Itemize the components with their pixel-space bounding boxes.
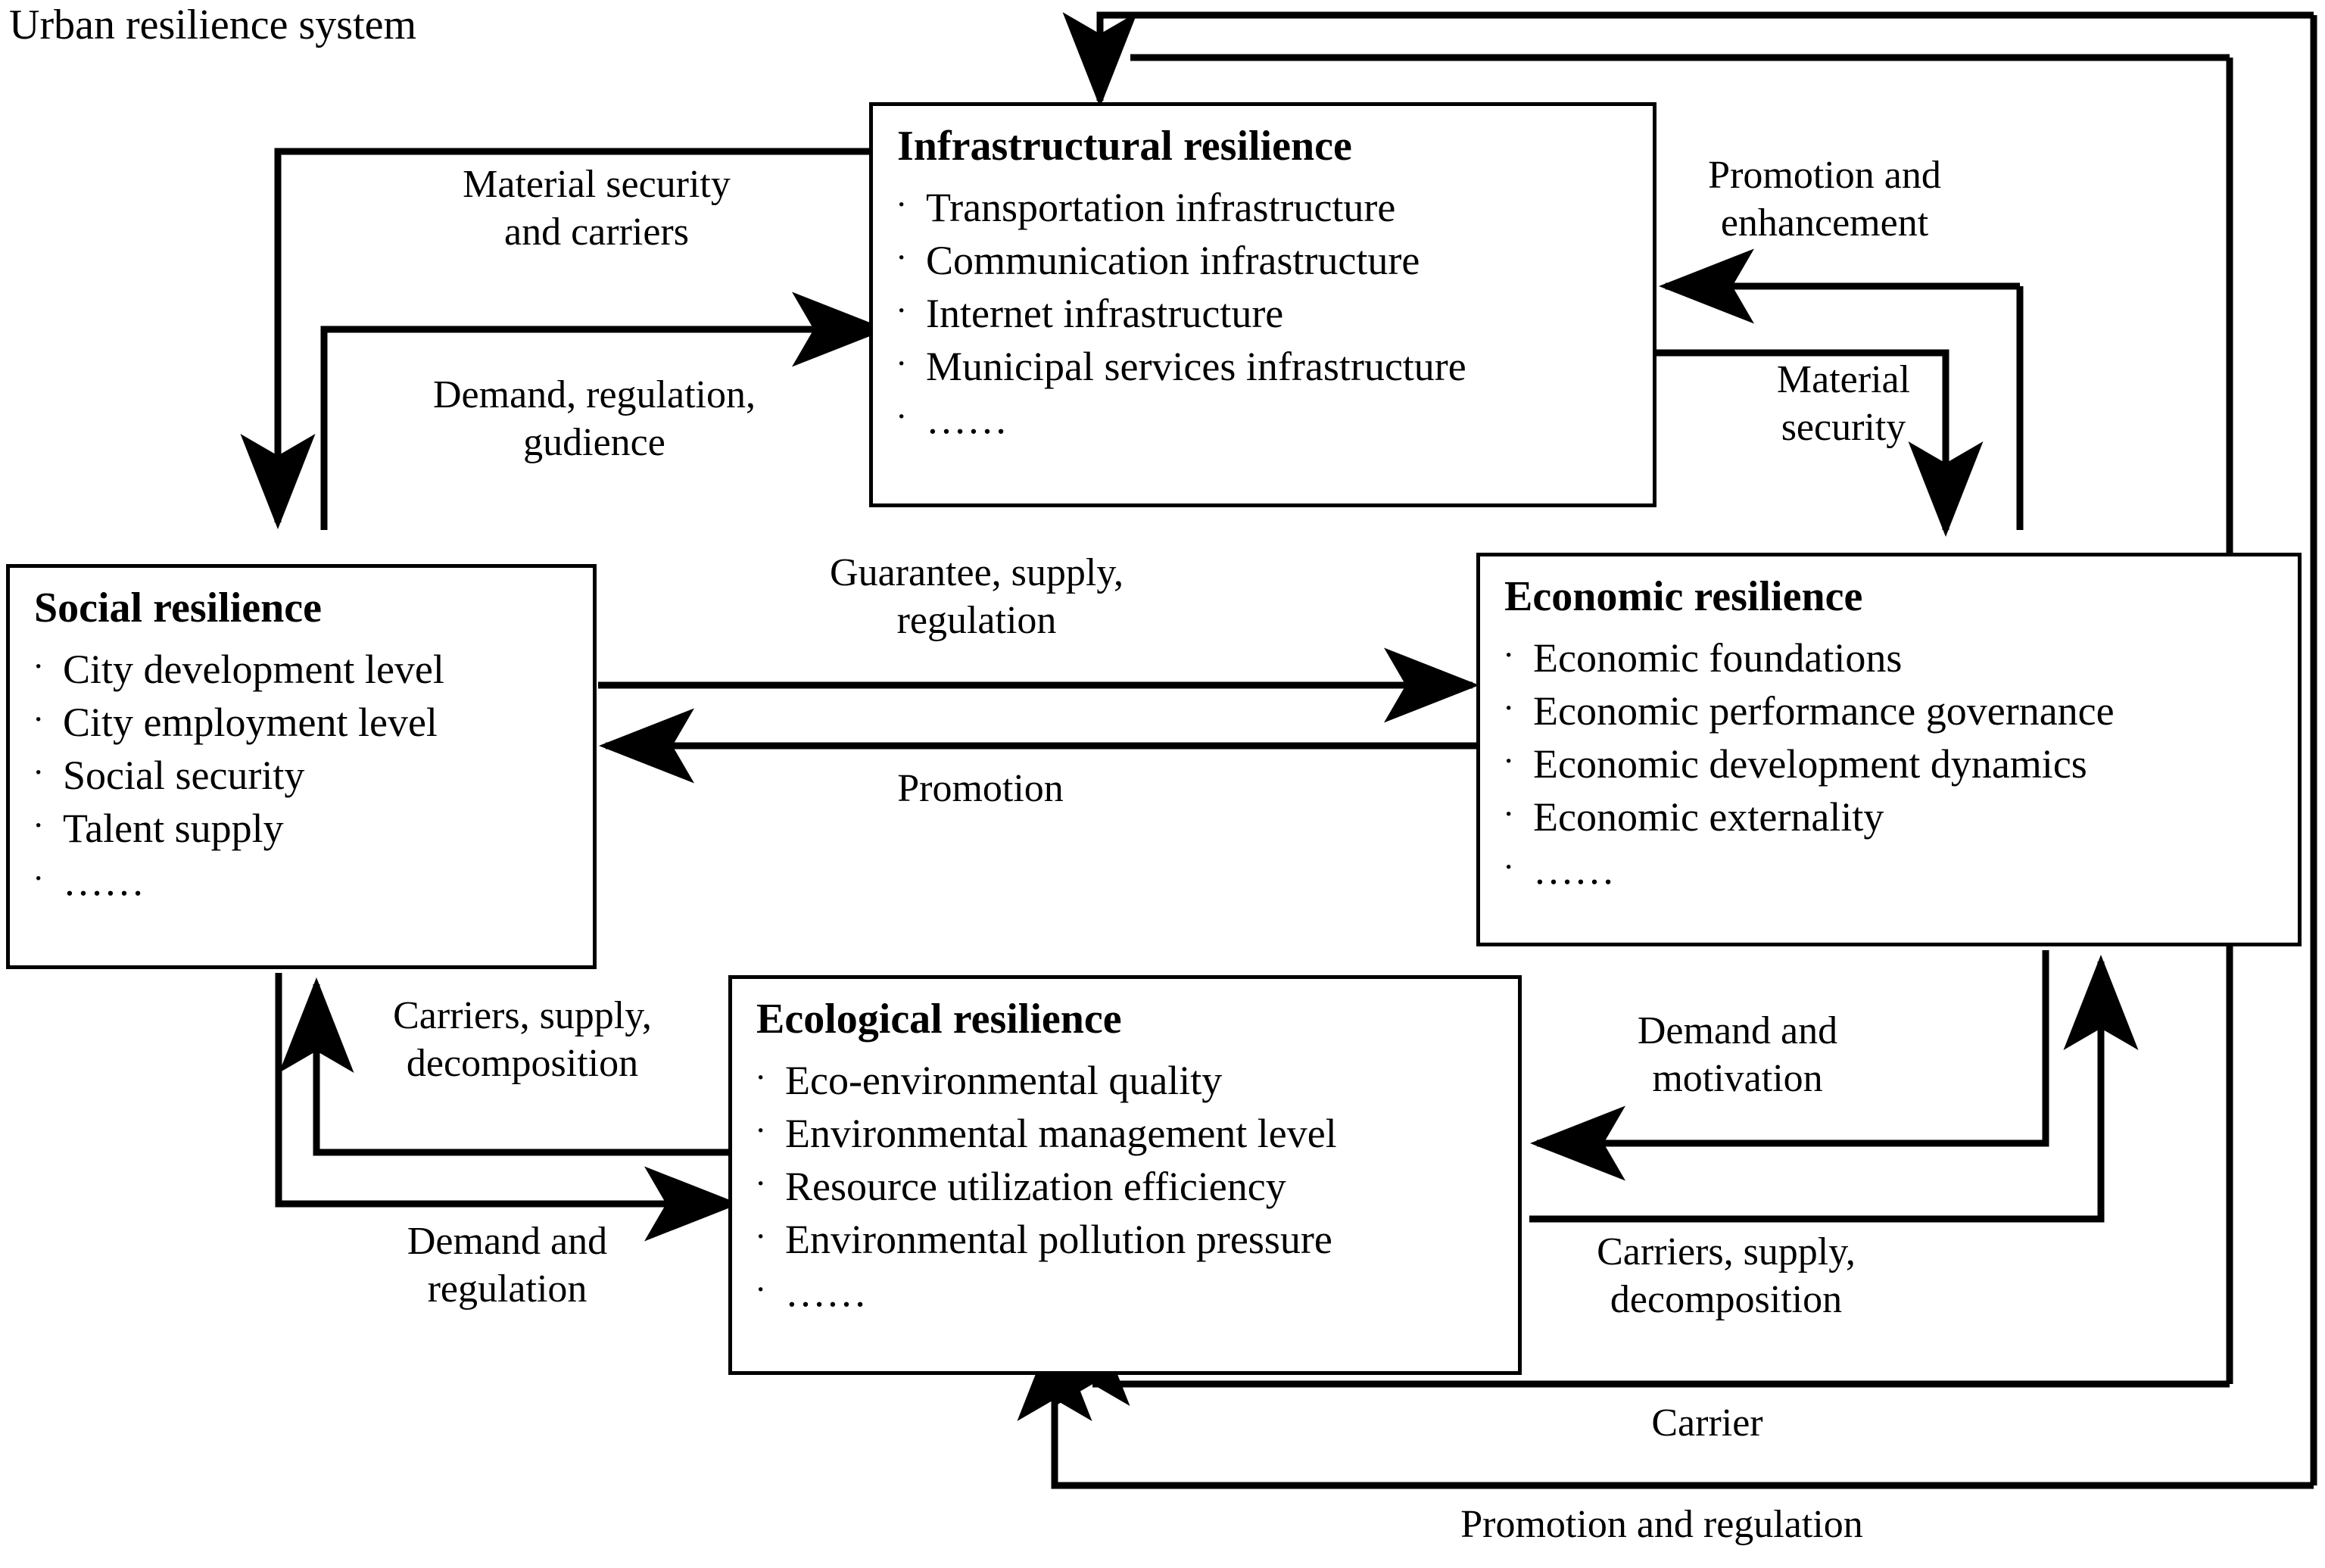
list-item: ·Communication infrastructure	[893, 234, 1636, 287]
list-item: ·……	[30, 855, 576, 908]
node-infrastructural-resilience[interactable]: Infrastructural resilience ·Transportati…	[869, 102, 1656, 507]
list-item: ·Environmental pollution pressure	[752, 1213, 1501, 1266]
list-item: ·Environmental management level	[752, 1107, 1501, 1160]
bullet-icon: ·	[896, 184, 908, 223]
bullet-icon: ·	[896, 397, 908, 436]
page-title: Urban resilience system	[9, 2, 417, 48]
node-ecological-resilience[interactable]: Ecological resilience ·Eco-environmental…	[728, 975, 1522, 1375]
bullet-icon: ·	[896, 237, 908, 276]
list-item: ·Economic externality	[1500, 790, 2281, 843]
list-item: ·……	[752, 1266, 1501, 1319]
list-item: ·Talent supply	[30, 802, 576, 855]
list-item: ·Economic performance governance	[1500, 684, 2281, 737]
bullet-icon: ·	[33, 753, 45, 792]
node-economic-items: ·Economic foundations ·Economic performa…	[1500, 631, 2281, 897]
list-item: ·Municipal services infrastructure	[893, 340, 1636, 393]
node-infrastructural-title: Infrastructural resilience	[897, 123, 1352, 170]
edge-label-carriers-supply-decomposition-left: Carriers, supply, decomposition	[393, 994, 652, 1086]
edge-label-demand-regulation-gudience: Demand, regulation, gudience	[433, 373, 756, 465]
list-item: ·……	[893, 393, 1636, 446]
bullet-icon: ·	[33, 806, 45, 845]
list-item: ·City development level	[30, 643, 576, 696]
edge-label-material-security: Material security	[1776, 358, 1911, 450]
bullet-icon: ·	[755, 1110, 767, 1149]
bullet-icon: ·	[33, 699, 45, 738]
list-item: ·Resource utilization efficiency	[752, 1160, 1501, 1213]
edge-label-demand-and-motivation: Demand and motivation	[1637, 1009, 1838, 1101]
bullet-icon: ·	[755, 1057, 767, 1096]
node-economic-resilience[interactable]: Economic resilience ·Economic foundation…	[1476, 553, 2302, 946]
list-item: ·City employment level	[30, 696, 576, 749]
list-item: ·Economic foundations	[1500, 631, 2281, 684]
edge-label-demand-and-regulation: Demand and regulation	[407, 1220, 608, 1311]
edge-label-carriers-supply-decomposition-right: Carriers, supply, decomposition	[1597, 1230, 1856, 1322]
list-item: ·Economic development dynamics	[1500, 737, 2281, 790]
edge-label-material-security-and-carriers: Material security and carriers	[463, 163, 731, 254]
node-social-resilience[interactable]: Social resilience ·City development leve…	[6, 564, 597, 969]
edge-label-promotion-and-regulation: Promotion and regulation	[1460, 1503, 1863, 1546]
node-ecological-title: Ecological resilience	[756, 996, 1122, 1043]
node-social-title: Social resilience	[34, 584, 322, 631]
node-ecological-items: ·Eco-environmental quality ·Environmenta…	[752, 1054, 1501, 1320]
bullet-icon: ·	[33, 646, 45, 685]
list-item: ·Eco-environmental quality	[752, 1054, 1501, 1107]
bullet-icon: ·	[755, 1164, 767, 1203]
node-economic-title: Economic resilience	[1504, 573, 1863, 620]
list-item: ·……	[1500, 843, 2281, 896]
node-social-items: ·City development level ·City employment…	[30, 643, 576, 909]
bullet-icon: ·	[755, 1270, 767, 1309]
bullet-icon: ·	[896, 344, 908, 383]
edge-label-carrier: Carrier	[1651, 1401, 1763, 1445]
bullet-icon: ·	[1503, 847, 1515, 887]
node-infrastructural-items: ·Transportation infrastructure ·Communic…	[893, 181, 1636, 447]
bullet-icon: ·	[1503, 687, 1515, 727]
bullet-icon: ·	[33, 859, 45, 898]
edge-label-guarantee-supply-regulation: Guarantee, supply, regulation	[830, 551, 1124, 643]
list-item: ·Internet infrastructure	[893, 287, 1636, 340]
edge-economic-to-infrastructural-top	[1062, 11, 2314, 108]
bullet-icon: ·	[896, 291, 908, 330]
list-item: ·Social security	[30, 749, 576, 802]
bullet-icon: ·	[1503, 634, 1515, 674]
edge-label-promotion: Promotion	[897, 767, 1064, 810]
edge-label-promotion-and-enhancement: Promotion and enhancement	[1708, 154, 1941, 245]
bullet-icon: ·	[1503, 741, 1515, 781]
list-item: ·Transportation infrastructure	[893, 181, 1636, 234]
bullet-icon: ·	[1503, 794, 1515, 834]
bullet-icon: ·	[755, 1217, 767, 1256]
